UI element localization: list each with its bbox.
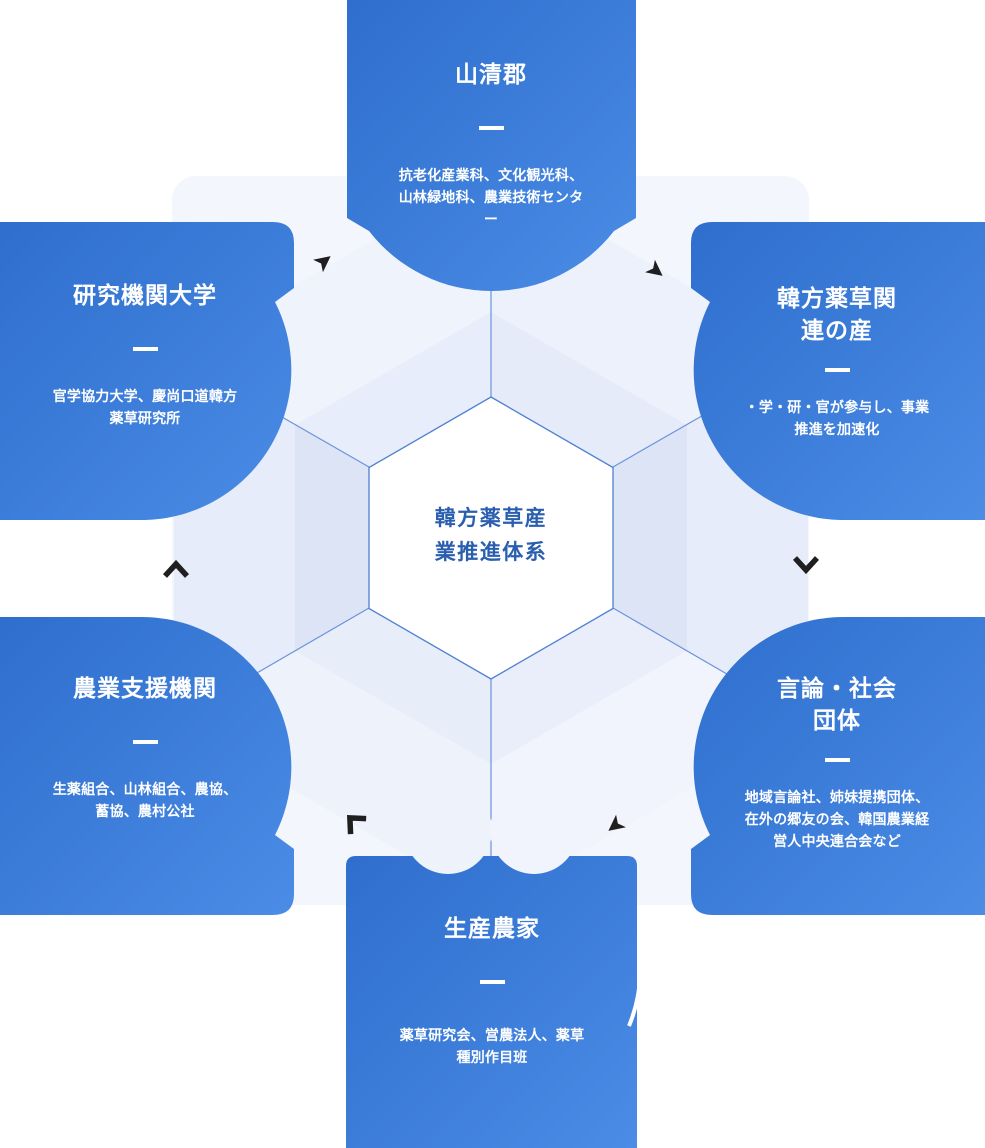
node-bottom-divider — [479, 980, 505, 984]
node-left-shape — [0, 222, 294, 521]
hexagon-facets-inner — [295, 312, 687, 764]
node-bottom-body: 薬草研究会、営農法人、薬草種別作目班 — [399, 1027, 585, 1065]
node-top-body: 抗老化産業科、文化観光科、山林緑地科、農業技術センター — [398, 167, 584, 227]
node-bottom-left-body: 生薬組合、山林組合、農協、蓄協、農村公社 — [52, 781, 238, 819]
cycle-arrows — [162, 256, 820, 835]
node-right-body: ・学・研・官が参与し、事業推進を加速化 — [744, 399, 930, 437]
node-bottom-left-divider — [132, 740, 158, 744]
node-bottom-left-shape — [0, 616, 294, 915]
arrow-left-icon — [162, 559, 190, 578]
node-right: 韓方薬草関連の産 ・学・研・官が参与し、事業推進を加速化 — [712, 282, 962, 440]
node-right-divider — [824, 368, 850, 372]
bottom-node-crescent — [627, 949, 643, 1027]
node-top-divider — [478, 126, 504, 130]
center-hexagon — [368, 396, 614, 680]
node-bottom-right-divider — [824, 758, 850, 762]
node-bottom-title: 生産農家 — [444, 915, 540, 941]
arrow-upper-left-icon — [313, 256, 331, 273]
node-bottom: 生産農家 薬草研究会、営農法人、薬草種別作目班 — [357, 912, 627, 1068]
node-left: 研究機関大学 官学協力大学、慶尚口道韓方薬草研究所 — [20, 279, 270, 429]
node-bottom-right-body: 地域言論社、姉妹提携団体、在外の郷友の会、韓国農業経営人中央連合会など — [744, 789, 930, 849]
node-top-title: 山清郡 — [455, 61, 527, 87]
node-top: 山清郡 抗老化産業科、文化観光科、山林緑地科、農業技術センター — [356, 58, 626, 230]
node-left-divider — [132, 347, 158, 351]
node-right-title: 韓方薬草関連の産 — [777, 285, 897, 343]
arrow-upper-right-icon — [645, 259, 663, 276]
center-label-line2: 業推進体系 — [434, 541, 548, 564]
node-bottom-left-title: 農業支援機関 — [73, 675, 217, 701]
bottom-node-notch-right — [490, 786, 578, 874]
node-bottom-right-title: 言論・社会団体 — [777, 675, 897, 733]
arrow-lower-right-icon — [608, 814, 626, 831]
node-bottom-shape — [346, 856, 637, 1148]
node-left-body: 官学協力大学、慶尚口道韓方薬草研究所 — [52, 388, 238, 426]
arrow-lower-left-icon — [347, 815, 367, 835]
bottom-node-notch-left — [404, 786, 492, 874]
center-label-line1: 韓方薬草産 — [434, 507, 548, 530]
arrow-right-icon — [792, 556, 820, 575]
node-bottom-left: 農業支援機関 生薬組合、山林組合、農協、蓄協、農村公社 — [20, 672, 270, 822]
node-bottom-right-shape — [691, 616, 985, 915]
node-left-title: 研究機関大学 — [73, 282, 217, 308]
node-top-shape — [347, 0, 636, 292]
center-hexagon-label: 韓方薬草産 業推進体系 — [366, 502, 616, 570]
node-bottom-right: 言論・社会団体 地域言論社、姉妹提携団体、在外の郷友の会、韓国農業経営人中央連合… — [712, 672, 962, 852]
